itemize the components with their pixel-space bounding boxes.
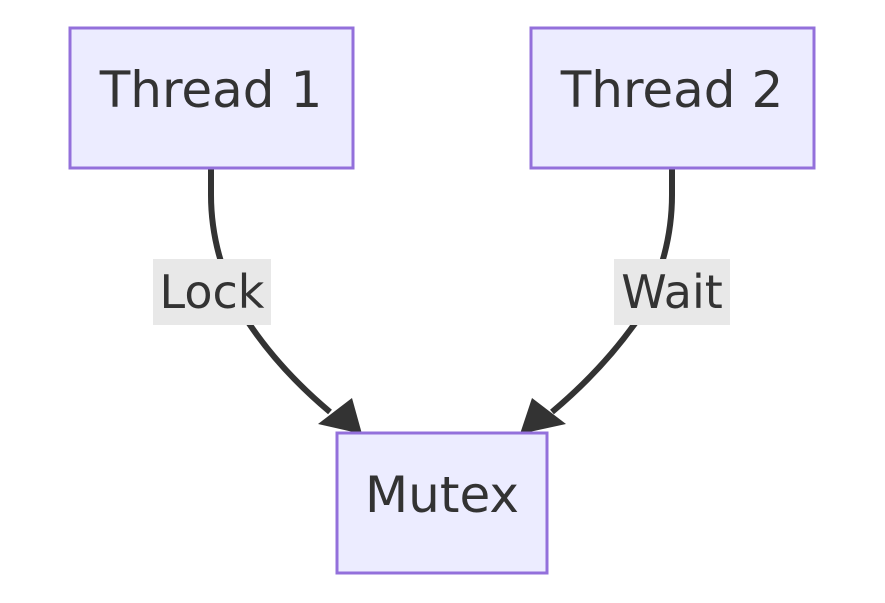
node-mutex[interactable]: Mutex bbox=[335, 431, 549, 575]
edge-label-wait-bg bbox=[614, 259, 730, 325]
node-thread2-label: Thread 2 bbox=[560, 61, 784, 119]
node-thread2-box bbox=[529, 26, 816, 170]
node-thread1[interactable]: Thread 1 bbox=[68, 26, 355, 170]
arrowhead-lock bbox=[318, 398, 362, 434]
node-mutex-label: Mutex bbox=[365, 466, 519, 524]
node-thread1-box bbox=[68, 26, 355, 170]
edge-label-wait-text: Wait bbox=[621, 265, 723, 319]
node-mutex-box bbox=[335, 431, 549, 575]
node-thread1-label: Thread 1 bbox=[99, 61, 323, 119]
edge-label-wait: Wait bbox=[614, 259, 730, 325]
edge-label-lock: Lock bbox=[153, 259, 271, 325]
edge-label-lock-text: Lock bbox=[160, 265, 265, 319]
node-thread2[interactable]: Thread 2 bbox=[529, 26, 816, 170]
arrowhead-wait bbox=[520, 398, 566, 434]
edge-label-lock-bg bbox=[153, 259, 271, 325]
